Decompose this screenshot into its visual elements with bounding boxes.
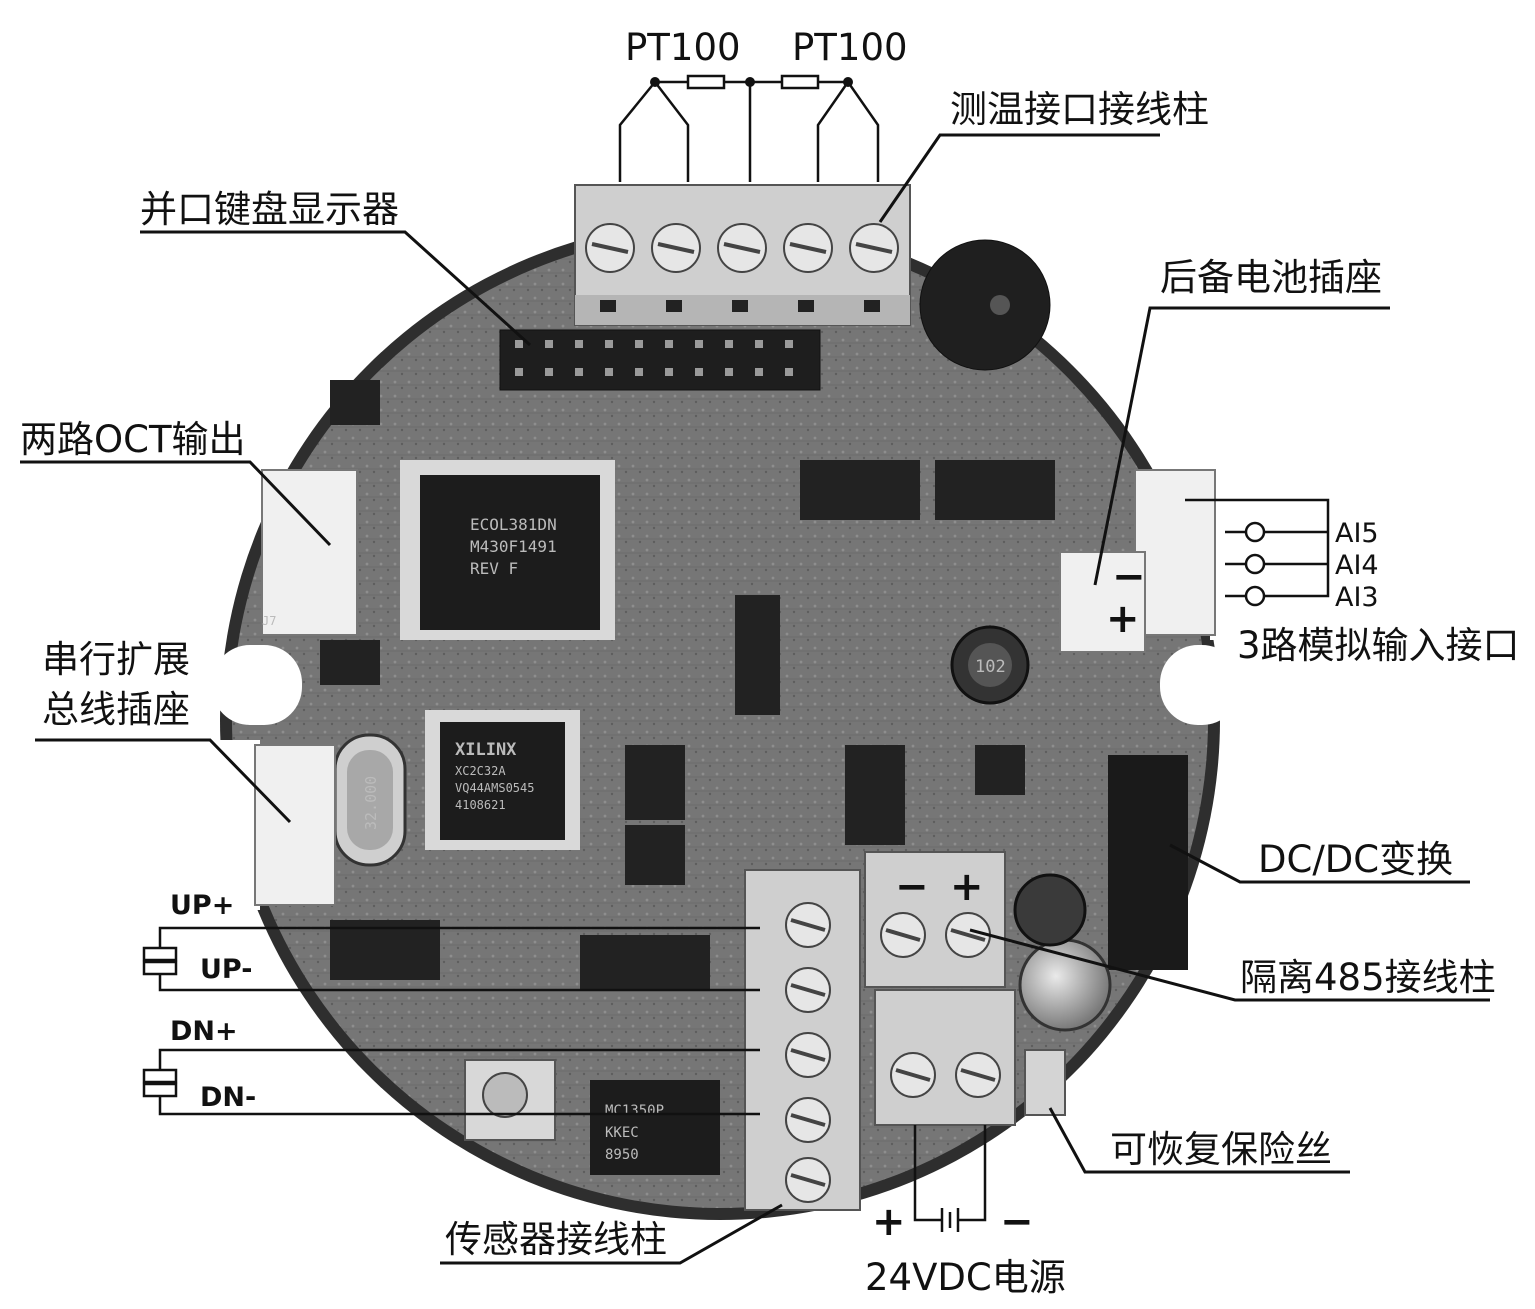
pt100-resistor-right <box>780 74 820 90</box>
fpga-mark-1: XILINX <box>455 740 517 760</box>
dn-minus-label: DN- <box>200 1082 256 1113</box>
parallel-pin-header <box>499 329 821 391</box>
pt100-right-label: PT100 <box>792 26 908 69</box>
power-plus-sign: + <box>872 1199 906 1245</box>
resettable-fuse <box>1024 1049 1066 1116</box>
leader-lines <box>20 133 1490 1265</box>
buzzer <box>919 239 1051 371</box>
up-plus-label: UP+ <box>170 890 234 921</box>
battery-socket <box>1059 551 1146 653</box>
mcu-chip: ECOL381DN M430F1491 REV F <box>400 460 615 640</box>
rs485-screw-1 <box>880 912 926 958</box>
sensor-screw-4 <box>785 1097 831 1143</box>
oct-connector <box>261 469 358 636</box>
screw-1 <box>585 223 635 273</box>
ai-wiring <box>1185 498 1330 607</box>
power-screw-1 <box>890 1052 936 1098</box>
crystal: 32.000 <box>333 733 407 867</box>
pt100-resistor-left <box>686 74 726 90</box>
dn-plus-label: DN+ <box>170 1016 238 1047</box>
power-24vdc-label: 24VDC电源 <box>865 1256 1066 1299</box>
power-minus-sign: − <box>1000 1199 1034 1245</box>
sensor-screw-3 <box>785 1032 831 1078</box>
opamp-chip: MC1350P KKEC 8950 <box>590 1080 720 1175</box>
opamp-mark-1: MC1350P <box>605 1103 664 1119</box>
parallel-kbd-display-label: 并口键盘显示器 <box>140 188 399 231</box>
rs485-terminal-block <box>864 851 1006 988</box>
fpga-mark-4: 4108621 <box>455 798 506 812</box>
screw-2 <box>651 223 701 273</box>
sensor-wiring <box>142 926 760 1116</box>
crystal-mark: 32.000 <box>362 776 380 830</box>
sensor-screw-2 <box>785 967 831 1013</box>
inductor: 102 <box>950 625 1030 705</box>
serial-bus-label-2: 总线插座 <box>42 688 190 731</box>
mount-slot-right <box>1160 645 1240 725</box>
power-terminal-block <box>874 989 1016 1126</box>
fpga-mark-2: XC2C32A <box>455 764 506 778</box>
ai5-terminal <box>1244 521 1266 543</box>
oct-output-label: 两路OCT输出 <box>20 418 246 461</box>
ai3-label: AI3 <box>1335 582 1379 613</box>
mcu-mark-1: ECOL381DN <box>470 515 557 534</box>
temp-terminal-label: 测温接口接线柱 <box>950 88 1209 131</box>
rs485-terminal-label: 隔离485接线柱 <box>1240 956 1496 999</box>
sensor-screw-1 <box>785 902 831 948</box>
screw-4 <box>783 223 833 273</box>
pt100-terminal-block <box>574 184 911 326</box>
rs485-plus-sign: + <box>950 864 984 910</box>
up-minus-label: UP- <box>200 954 252 985</box>
rs485-minus-sign: − <box>895 864 929 910</box>
mcu-mark-3: REV F <box>470 559 518 578</box>
dcdc-module <box>1108 755 1188 970</box>
pt100-left-label: PT100 <box>625 26 741 69</box>
mount-slot-left <box>212 645 302 725</box>
opamp-mark-2: KKEC <box>605 1125 639 1141</box>
ai4-terminal <box>1244 553 1266 575</box>
inductor-mark: 102 <box>975 657 1006 677</box>
pt100-wiring <box>618 74 880 182</box>
screw-3 <box>717 223 767 273</box>
serial-bus-connector <box>254 744 336 906</box>
ai3-terminal <box>1244 585 1266 607</box>
mcu-mark-2: M430F1491 <box>470 537 557 556</box>
power-screw-2 <box>955 1052 1001 1098</box>
ai4-label: AI4 <box>1335 550 1379 581</box>
power-wiring <box>913 1125 987 1232</box>
j7-mark: J7 <box>262 614 276 628</box>
electrolytic-capacitor <box>1018 938 1112 1032</box>
small-ic-group <box>320 380 1055 990</box>
opamp-mark-3: 8950 <box>605 1147 639 1163</box>
fpga-mark-3: VQ44AMS0545 <box>455 781 534 795</box>
screw-5 <box>849 223 899 273</box>
sensor-terminal-label: 传感器接线柱 <box>445 1218 667 1261</box>
ai5-label: AI5 <box>1335 518 1379 549</box>
battery-minus-sign: − <box>1112 554 1146 600</box>
backup-battery-label: 后备电池插座 <box>1160 256 1382 299</box>
toroid-coil <box>1013 873 1087 947</box>
serial-bus-label-1: 串行扩展 <box>42 638 190 681</box>
sensor-terminal-block <box>744 869 861 1211</box>
analog-input-label: 3路模拟输入接口 <box>1237 624 1520 667</box>
sensor-screw-5 <box>785 1157 831 1203</box>
dcdc-label: DC/DC变换 <box>1258 838 1453 881</box>
battery-plus-sign: + <box>1106 596 1140 642</box>
analog-input-connector <box>1134 469 1216 636</box>
fpga-chip: XILINX XC2C32A VQ44AMS0545 4108621 <box>425 710 580 850</box>
resettable-fuse-label: 可恢复保险丝 <box>1110 1128 1332 1171</box>
